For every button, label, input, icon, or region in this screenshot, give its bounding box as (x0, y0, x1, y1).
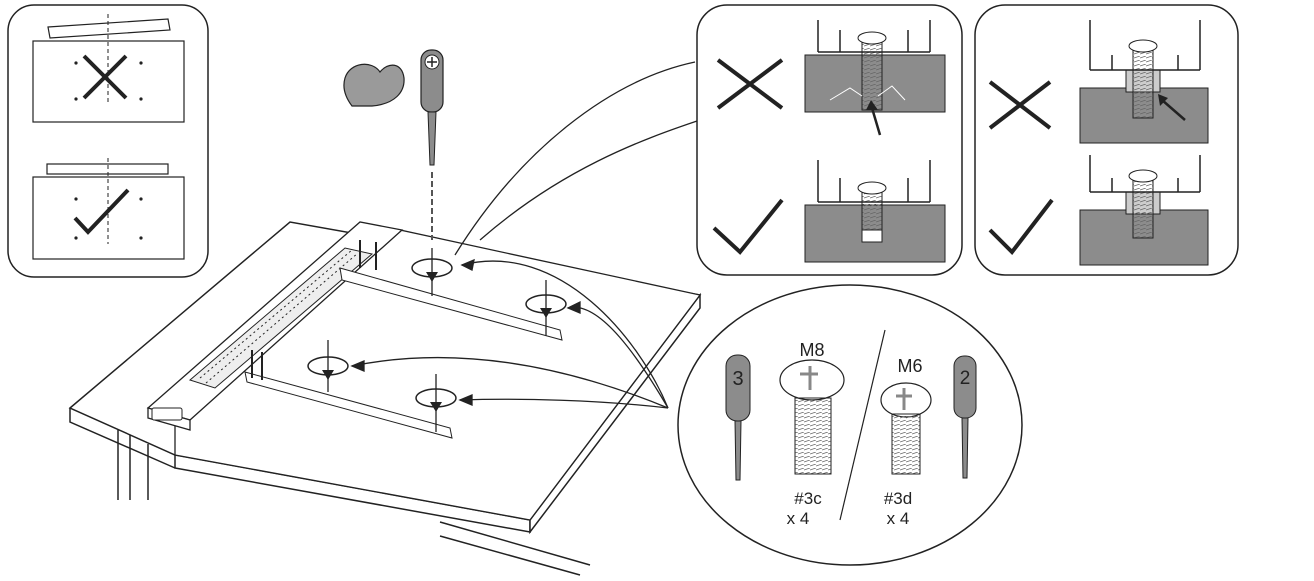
level-bar-correct (32, 158, 185, 260)
part-3c-label: #3c (794, 489, 822, 508)
m6-screw-icon (880, 382, 932, 475)
screw-parts-callout: 3 M8 #3c x 4 M6 #3d x 4 2 (677, 284, 1023, 566)
arm-strength-icon (343, 63, 405, 107)
tilted-bar-wrong (32, 14, 185, 123)
part-3c-quantity: x 4 (787, 509, 810, 528)
driver-number-right: 2 (960, 368, 971, 389)
rotate-arrow-icon (307, 340, 349, 392)
screw-depth-panel-1 (696, 4, 963, 276)
screwdriver-icon (420, 49, 444, 240)
screw-depth-panel-2 (974, 4, 1239, 276)
wrong-cross-icon (82, 54, 128, 100)
rotate-arrow-icon (525, 280, 567, 336)
level-check-panel (7, 4, 209, 278)
tv-panel (146, 221, 702, 521)
wrong-cross-icon (988, 80, 1052, 130)
correct-check-icon (988, 198, 1054, 256)
wrong-cross-icon (716, 58, 784, 110)
rotate-arrow-icon (411, 248, 453, 296)
m8-screw-icon (779, 359, 845, 475)
correct-check-icon (73, 188, 130, 235)
screwdriver-icon (725, 354, 751, 481)
screwdriver-icon (953, 355, 977, 479)
driver-number-left: 3 (732, 368, 743, 390)
callout-lines (350, 61, 701, 409)
part-3d-label: #3d (884, 489, 912, 508)
rotate-arrow-icon (415, 374, 457, 432)
correct-check-icon (712, 198, 784, 255)
part-3d-quantity: x 4 (887, 509, 910, 528)
m8-size-label: M8 (799, 340, 824, 360)
m6-size-label: M6 (897, 356, 922, 376)
